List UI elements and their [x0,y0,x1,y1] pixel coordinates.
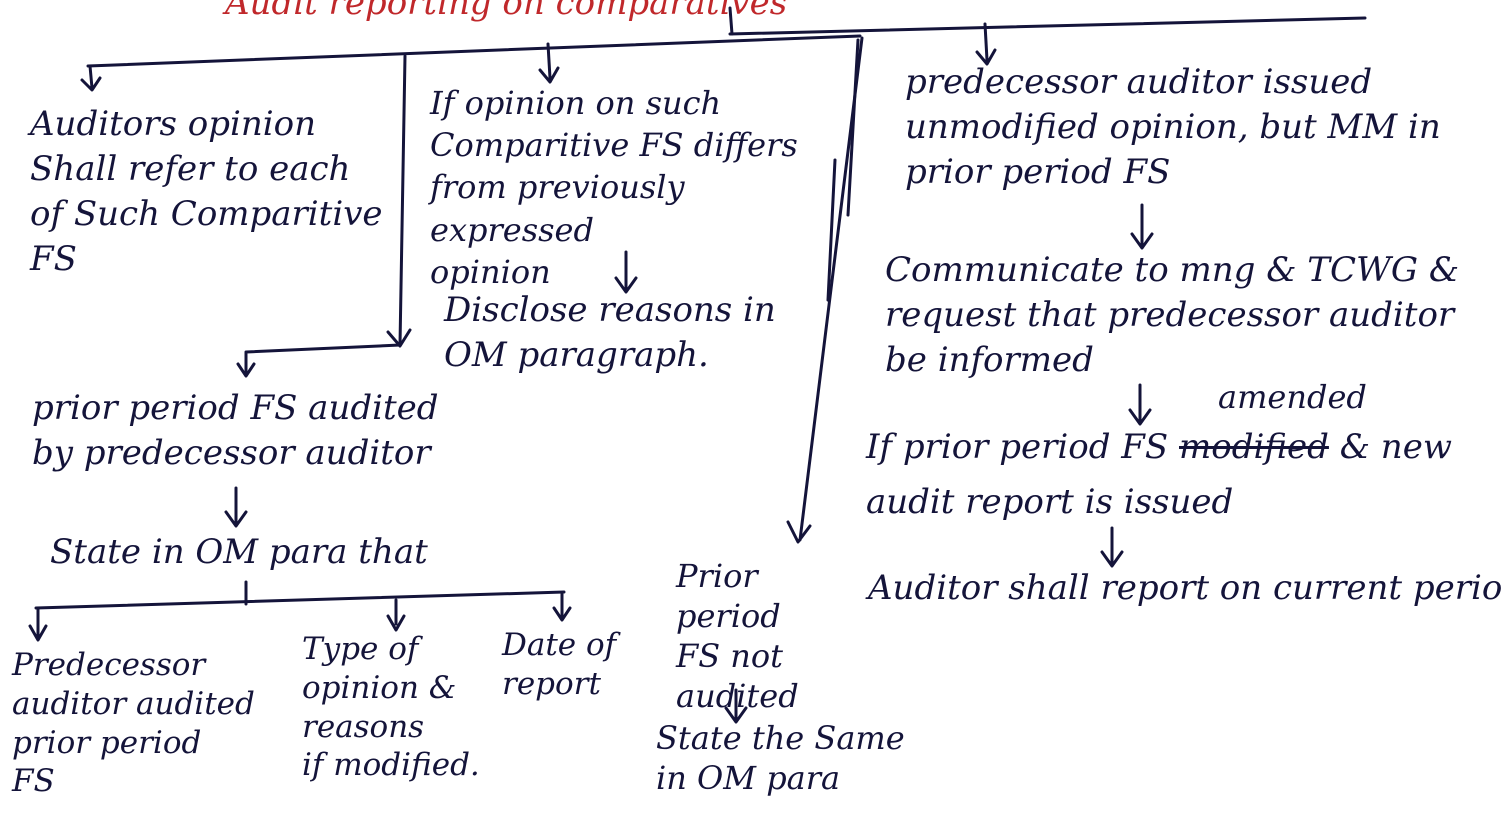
main-branch-line [86,34,862,68]
arrow-type-of-opinion [386,598,406,632]
node-disclose-reasons: Disclose reasons in OM paragraph. [444,290,776,375]
line-horizontal-prior-audited [244,343,402,374]
arrow-state-same [724,688,748,724]
arrowhead-prior-audited [236,362,256,378]
line-to-prior-not-audited [798,36,864,542]
node-prior-audited-predecessor: prior period FS audited by predecessor a… [32,388,439,473]
node-predecessor-unmodified: predecessor auditor issued unmodified op… [905,62,1441,192]
arrow-predecessor-audited [28,606,48,642]
modified-struck-word: modified [1179,427,1329,467]
node-audit-report-issued: audit report is issued [866,482,1234,522]
node-auditors-opinion: Auditors opinion Shall refer to each of … [30,104,383,279]
node-opinion-differs: If opinion on such Comparitive FS differ… [430,84,798,291]
node-state-same: State the Same in OM para [656,719,905,797]
arrow-date-of-report [552,592,572,622]
arrow-communicate [1130,203,1154,250]
arrow-predecessor-unmodified [975,22,997,66]
node-predecessor-audited: Predecessor auditor audited prior period… [12,647,255,800]
node-date-of-report: Date of report [502,627,617,702]
arrow-auditors-opinion [80,64,102,92]
arrow-state-om [224,486,248,528]
if-prior-prefix: If prior period FS [866,427,1169,467]
node-if-prior-line: If prior period FS modified & new [866,425,1486,470]
node-communicate: Communicate to mng & TCWG & request that… [885,250,1460,380]
sub-branch-line [34,590,566,610]
diagram-title: Audit reporting on comparatives [225,0,788,23]
arrow-opinion-differs [538,42,560,84]
new-suffix: & new [1339,427,1452,467]
node-prior-not-audited: Prior period FS not audited [676,557,799,715]
top-branch-line [728,16,1367,36]
arrowhead-prior-not-audited [786,520,812,544]
node-state-om-para: State in OM para that [50,532,428,572]
node-type-of-opinion: Type of opinion & reasons if modified. [302,631,480,784]
arrow-disclose [614,250,638,294]
title-down-line [728,6,734,36]
arrow-report-current [1100,526,1124,568]
node-report-current: Auditor shall report on current period. [868,568,1502,608]
node-amended-word: amended [1218,378,1367,416]
arrow-informed [1128,383,1152,426]
line-to-prior-audited [398,54,407,347]
divider-col2-col3 [826,38,860,302]
